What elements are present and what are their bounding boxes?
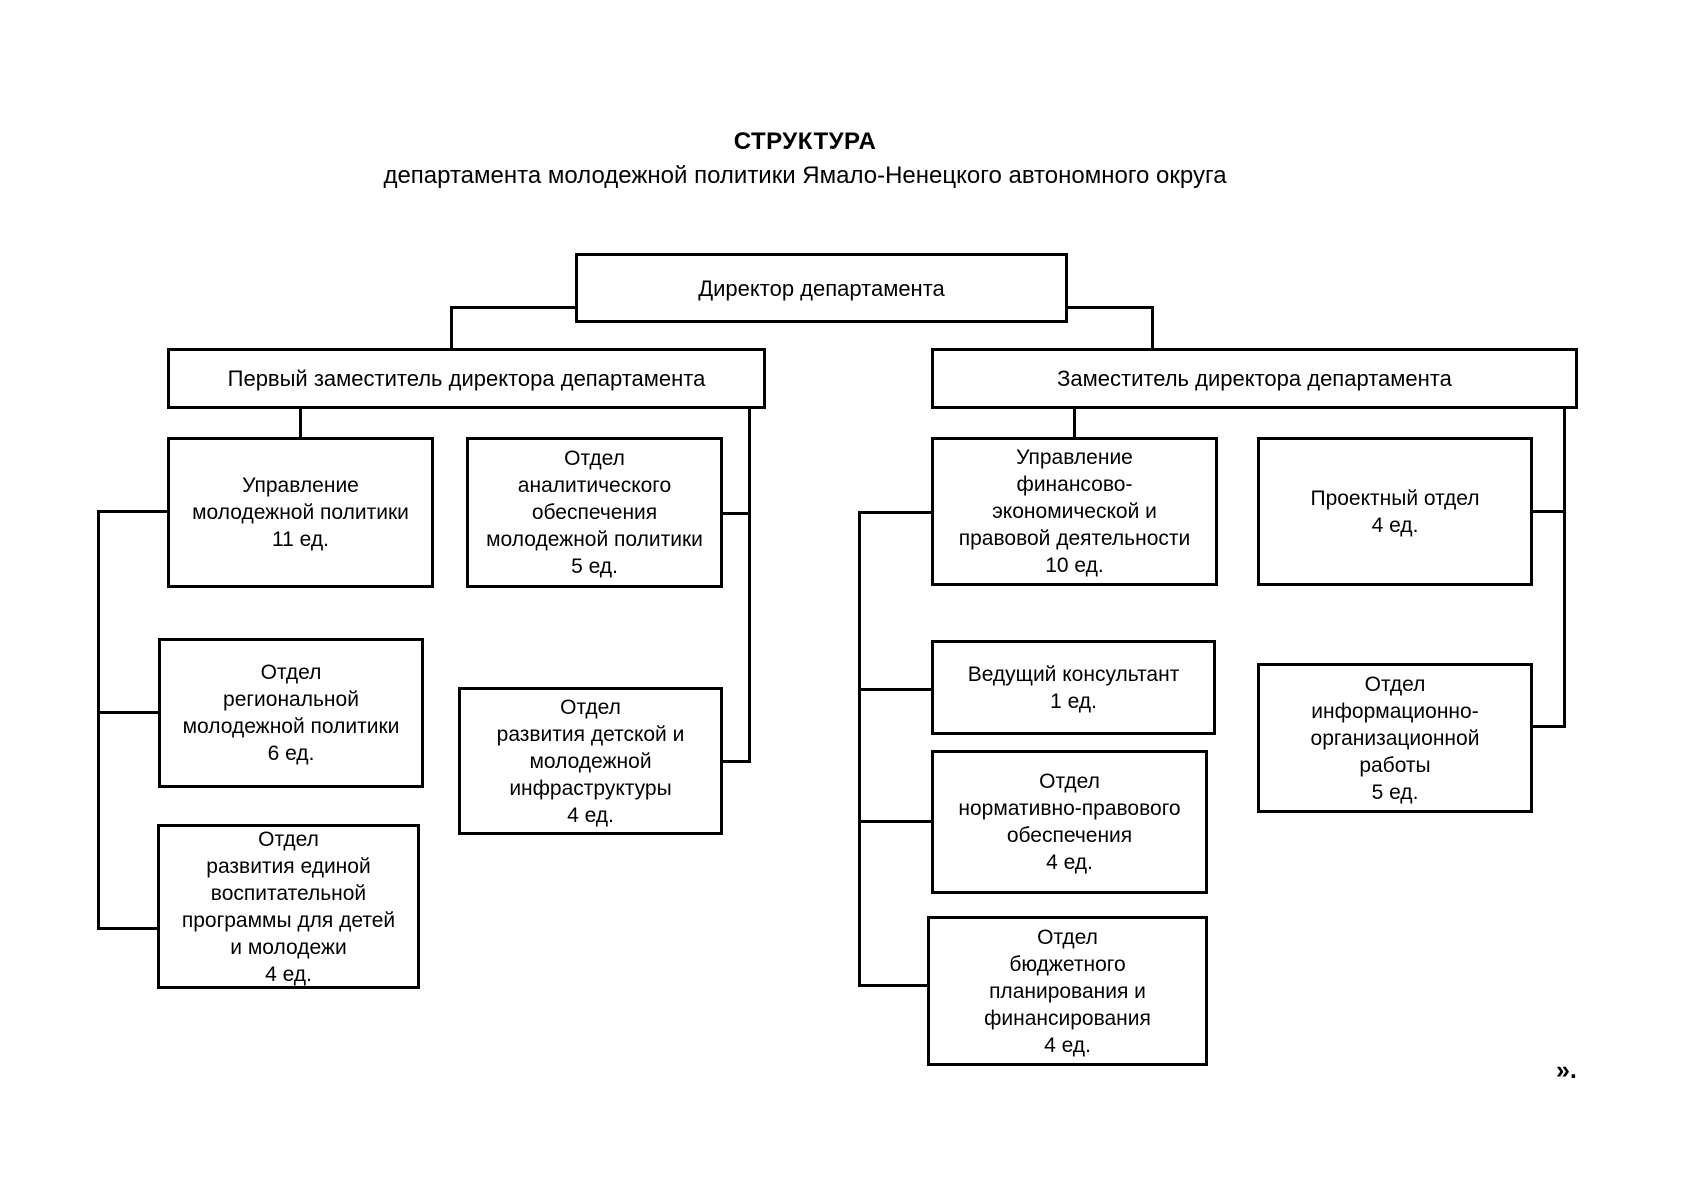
rail-left xyxy=(97,510,100,930)
stub-regional xyxy=(97,711,160,714)
stub-legalsupport xyxy=(858,820,933,823)
node-finance-legal-dept: Управление финансово- экономической и пр… xyxy=(931,437,1218,586)
stub-infoorg xyxy=(1531,725,1566,728)
rail-inner-left xyxy=(748,409,751,763)
node-lead-consultant: Ведущий консультант 1 ед. xyxy=(931,640,1216,735)
stub-youthpolicy xyxy=(97,510,169,513)
rail-far-right xyxy=(1563,409,1566,728)
stub-analytics xyxy=(721,512,751,515)
node-regional-policy-dept: Отдел региональной молодежной политики 6… xyxy=(158,638,424,788)
stub-finance xyxy=(858,511,933,514)
page-subtitle: департамента молодежной политики Ямало-Н… xyxy=(383,162,1227,189)
connector-director-firstdeputy-h xyxy=(450,306,578,309)
connector-director-firstdeputy-v xyxy=(450,306,453,351)
node-budget-dept: Отдел бюджетного планирования и финансир… xyxy=(927,916,1208,1066)
node-info-org-dept: Отдел информационно- организационной раб… xyxy=(1257,663,1533,813)
stub-infrastructure xyxy=(721,760,751,763)
connector-deputy-finance xyxy=(1073,409,1076,440)
stub-budget xyxy=(858,984,929,987)
rail-right-group xyxy=(858,511,861,987)
connector-firstdeputy-youthpolicy xyxy=(299,409,302,440)
connector-director-deputy-v xyxy=(1151,306,1154,351)
stub-project xyxy=(1531,510,1566,513)
node-analytics-dept: Отдел аналитического обеспечения молодеж… xyxy=(466,437,723,588)
node-legal-support-dept: Отдел нормативно-правового обеспечения 4… xyxy=(931,750,1208,894)
node-project-dept: Проектный отдел 4 ед. xyxy=(1257,437,1533,586)
stub-consultant xyxy=(858,688,933,691)
trailing-quote-mark: ». xyxy=(1556,1056,1577,1084)
page-title: СТРУКТУРА xyxy=(733,128,877,155)
node-education-program-dept: Отдел развития единой воспитательной про… xyxy=(157,824,420,989)
node-director: Директор департамента xyxy=(575,253,1068,323)
node-deputy: Заместитель директора департамента xyxy=(931,348,1578,409)
node-first-deputy: Первый заместитель директора департамент… xyxy=(167,348,766,409)
stub-educationprogram xyxy=(97,927,159,930)
node-youth-policy-dept: Управление молодежной политики 11 ед. xyxy=(167,437,434,588)
connector-director-deputy-h xyxy=(1065,306,1154,309)
node-infrastructure-dept: Отдел развития детской и молодежной инфр… xyxy=(458,687,723,835)
